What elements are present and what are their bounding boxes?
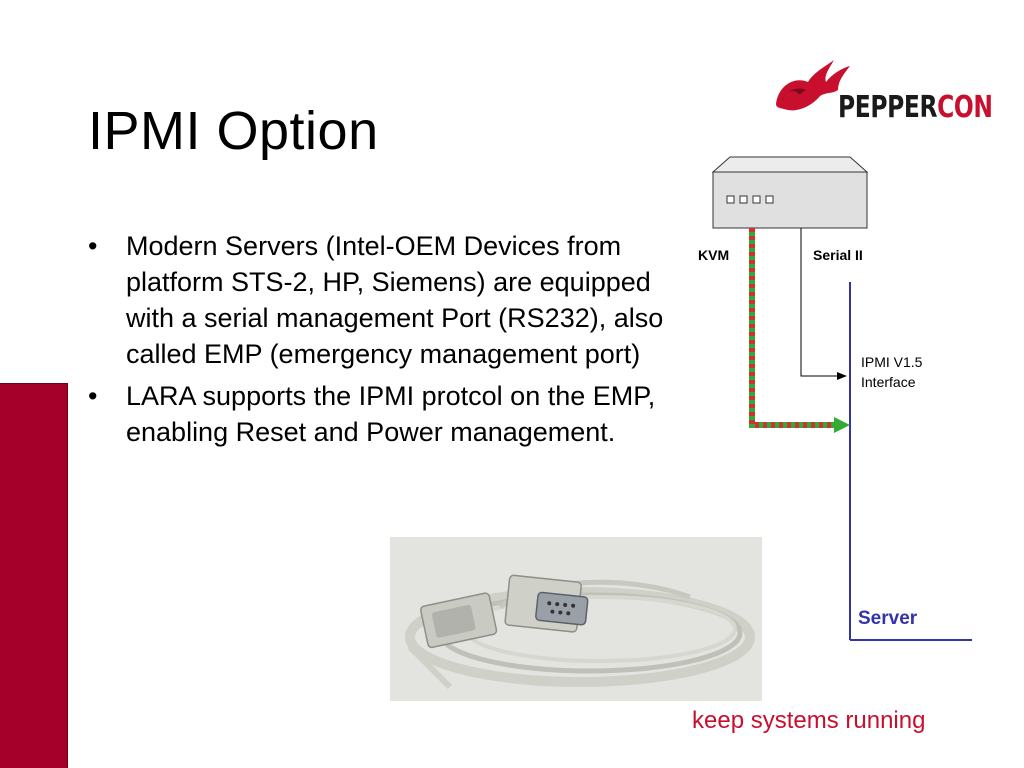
- slide-title: IPMI Option: [88, 101, 379, 161]
- bullet-text: Modern Servers (Intel-OEM Devices from p…: [126, 231, 664, 369]
- pepper-flame-logo-icon: [776, 60, 850, 111]
- bullet-item: • Modern Servers (Intel-OEM Devices from…: [88, 228, 688, 372]
- server-label: Server: [858, 608, 918, 629]
- bullet-dot: •: [88, 381, 98, 411]
- bullet-text: LARA supports the IPMI protcol on the EM…: [126, 381, 656, 447]
- serial-cable-image-icon: [390, 537, 762, 701]
- ipmi-label-line1: IPMI V1.5: [861, 354, 923, 370]
- accent-bar: [0, 383, 68, 768]
- serial-cable: [800, 228, 847, 380]
- bullet-dot: •: [88, 231, 98, 261]
- server-line: [849, 282, 972, 641]
- serial-label: Serial II: [813, 247, 863, 263]
- company-logo-wordmark: PEPPERCON: [838, 90, 993, 125]
- tagline: keep systems running: [692, 707, 926, 734]
- serial-cable-photo: [390, 537, 762, 701]
- kvm-label: KVM: [698, 247, 730, 263]
- bullet-item: • LARA supports the IPMI protcol on the …: [88, 378, 688, 450]
- kvm-cable: [749, 228, 850, 433]
- bullet-list: • Modern Servers (Intel-OEM Devices from…: [88, 228, 688, 456]
- kvm-device-icon: [711, 156, 869, 229]
- ipmi-connection-diagram: [711, 156, 972, 641]
- ipmi-label-line2: Interface: [861, 374, 916, 390]
- ipmi-interface-label: IPMI V1.5 Interface: [861, 352, 922, 392]
